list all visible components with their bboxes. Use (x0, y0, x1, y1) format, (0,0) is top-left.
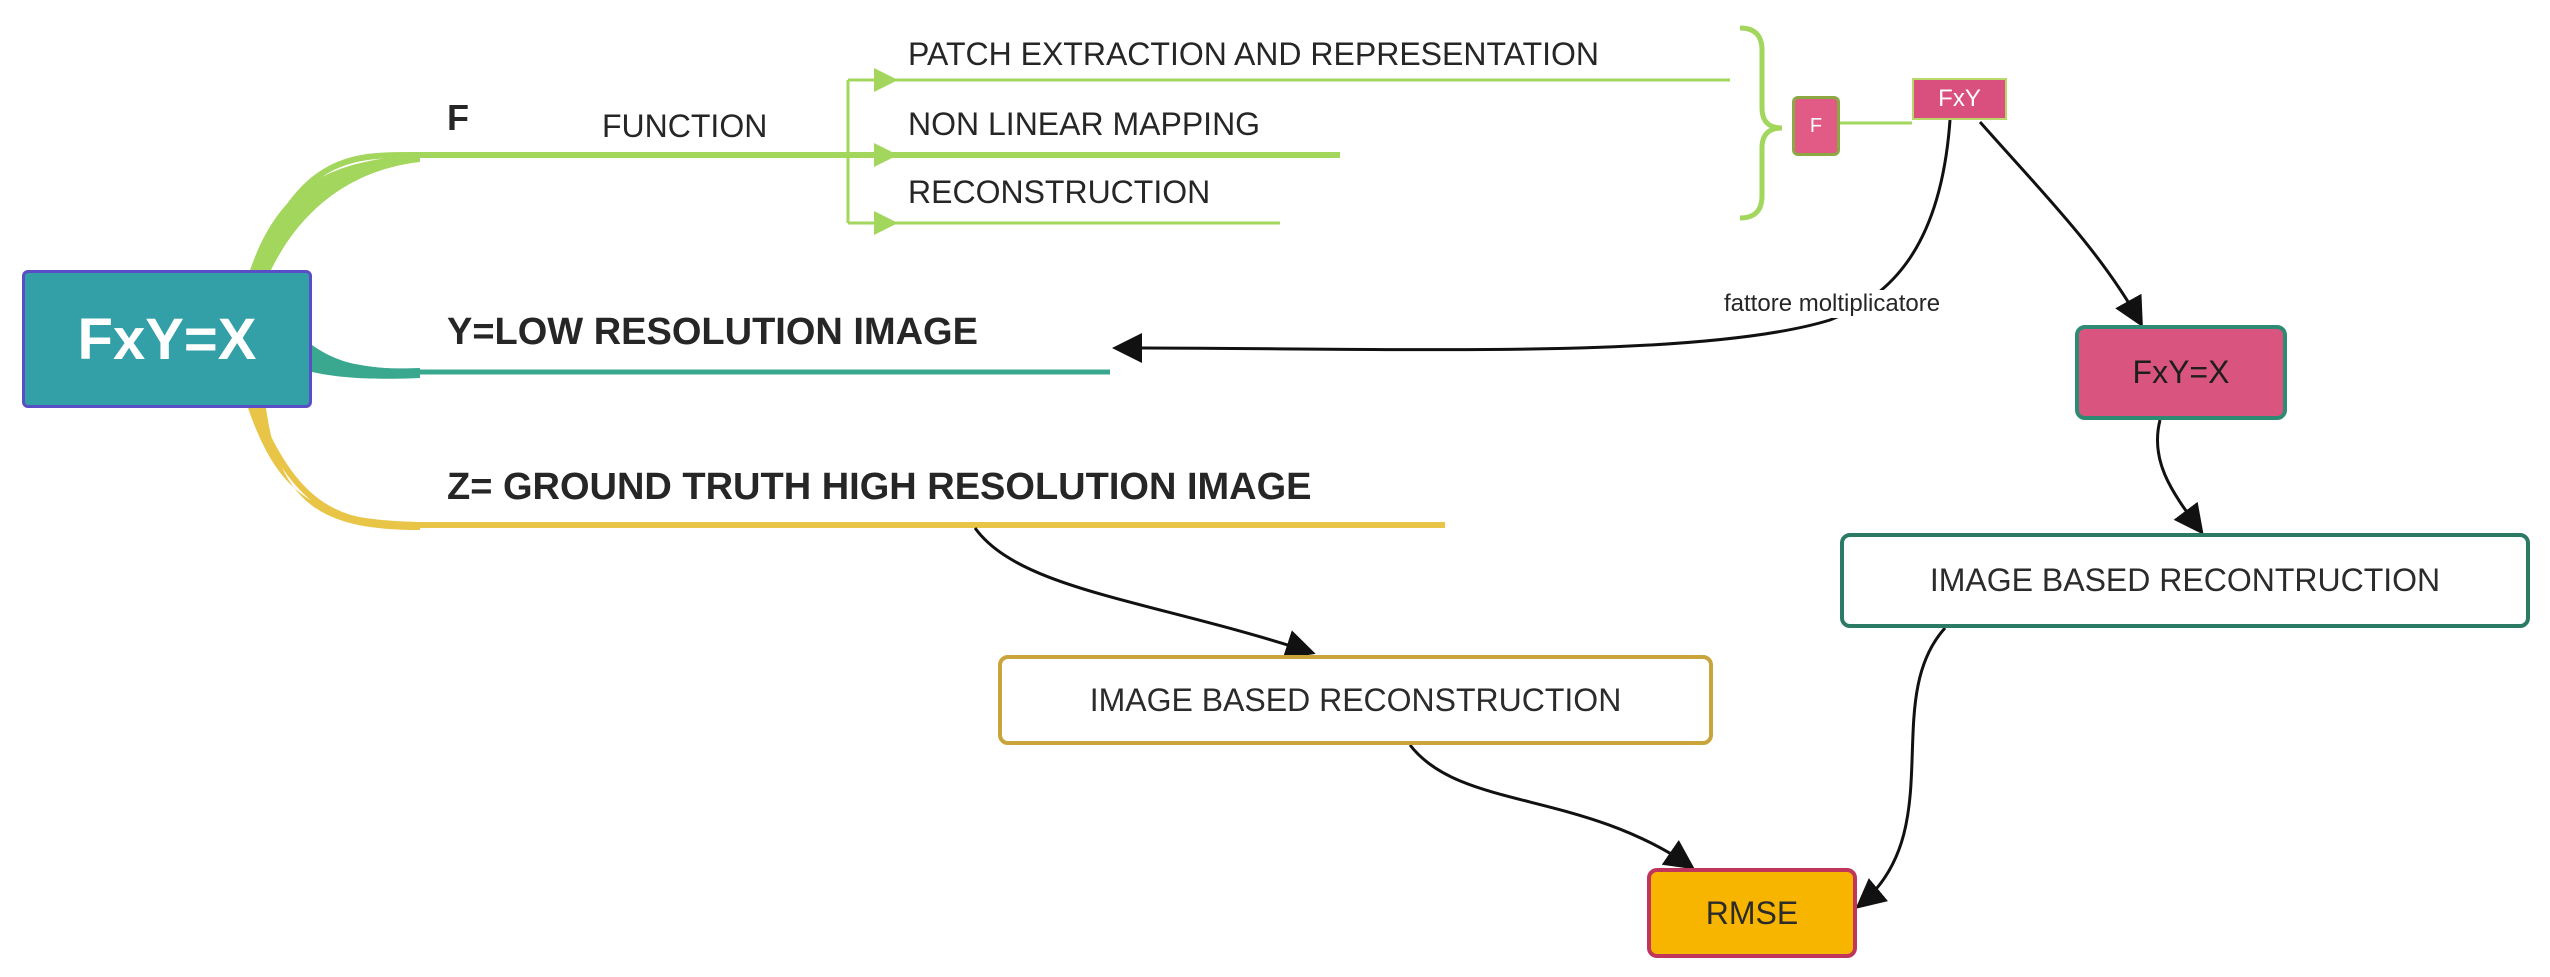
step-non-linear-mapping: NON LINEAR MAPPING (908, 106, 1261, 142)
image-based-reconstruction-node: IMAGE BASED RECONSTRUCTION (998, 655, 1713, 745)
root-node: FxY=X (22, 270, 312, 408)
branch-f-thick (250, 155, 420, 272)
step-reconstruction: RECONSTRUCTION (908, 174, 1211, 210)
f-small-node: F (1792, 96, 1840, 156)
fxy-node: FxY (1912, 78, 2007, 120)
multiplier-edge-label: fattore moltiplicatore (1720, 290, 1945, 318)
image-based-recontruction-node: IMAGE BASED RECONTRUCTION (1840, 533, 2530, 628)
z-to-ibr-left-arrow (973, 527, 1316, 659)
multiplier-arrow (1112, 119, 1952, 364)
fxy-result-node: FxY=X (2075, 325, 2287, 420)
rmse-node: RMSE (1647, 868, 1857, 958)
fxy-to-result-arrow (1978, 121, 2143, 328)
ibr-left-to-rmse-arrow (1408, 744, 1695, 870)
function-label: FUNCTION (602, 108, 768, 144)
result-to-ibr-right-arrow (2155, 419, 2204, 535)
z-ground-truth-label: Z= GROUND TRUTH HIGH RESOLUTION IMAGE (447, 466, 1312, 508)
f-letter-label: F (447, 97, 469, 138)
step-patch-extraction: PATCH EXTRACTION AND REPRESENTATION (908, 36, 1600, 72)
y-low-resolution-label: Y=LOW RESOLUTION IMAGE (447, 311, 978, 353)
ibr-right-to-rmse-arrow (1855, 626, 1947, 909)
branch-y-connector (311, 352, 1110, 375)
branch-z-thick (248, 408, 420, 530)
branch-y-thick (312, 345, 420, 379)
branch-f-connector (255, 151, 1340, 271)
curly-brace (1739, 25, 1783, 221)
